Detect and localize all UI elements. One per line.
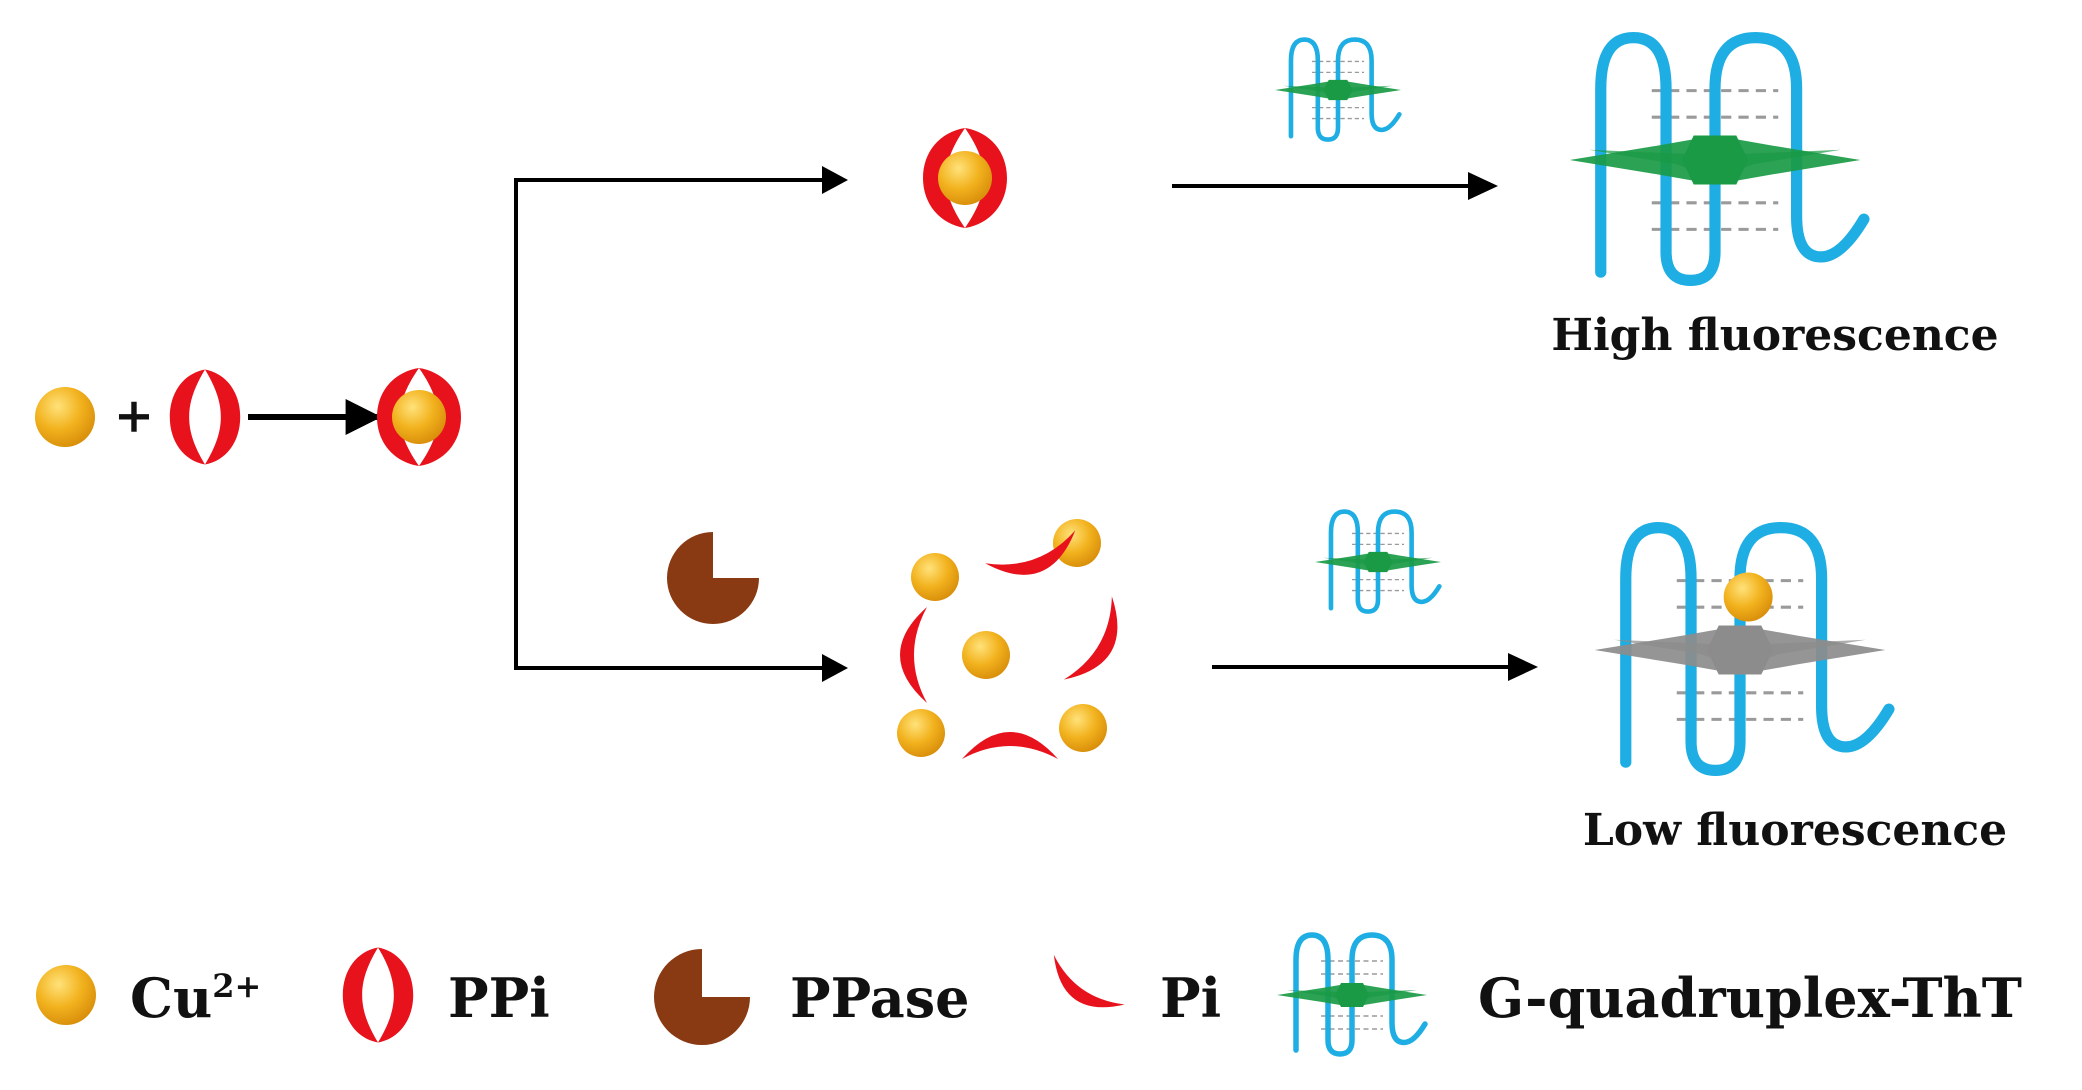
hydrolysis-products: [897, 519, 1136, 759]
svg-text:Cu2+: Cu2+: [130, 966, 261, 1030]
cu-ppi-complex: [377, 368, 461, 466]
branch-arrowhead-bottom: [822, 654, 848, 682]
legend-cu-superscript: 2+: [212, 967, 261, 1005]
high-fluorescence-label: High fluorescence: [1551, 310, 1998, 361]
top-arrow-gquad-reagent: [1275, 40, 1401, 140]
pacman-icon: [654, 949, 750, 1045]
branch-arrowhead-top: [822, 166, 848, 194]
legend-ppase-label: PPase: [790, 966, 970, 1030]
legend-gquad: G-quadruplex-ThT: [1277, 935, 2022, 1054]
low-fluorescence-label: Low fluorescence: [1583, 805, 2007, 856]
low-fluorescence-gquad: [1594, 528, 1889, 771]
branch-bracket: [514, 178, 844, 670]
legend-pi-label: Pi: [1160, 966, 1221, 1030]
pi-fragment: [1063, 596, 1136, 694]
bottom-arrow-gquad-reagent: [1315, 512, 1441, 612]
free-cu-ion: [911, 553, 959, 601]
high-fluorescence-gquad: [1569, 38, 1864, 281]
legend-pi: Pi: [1039, 954, 1221, 1030]
legend-cu-label: Cu: [130, 966, 212, 1030]
legend: Cu2+ PPi PPase Pi G-quadruplex-ThT: [36, 935, 2022, 1054]
yellow-sphere-icon: [36, 965, 96, 1025]
legend-cu: Cu2+: [36, 965, 261, 1030]
reactant-cu-ion: [35, 387, 95, 447]
g-quadruplex-icon: [1277, 935, 1427, 1054]
split-oval-icon: [342, 947, 414, 1043]
free-cu-ion: [1053, 519, 1101, 567]
plus-sign: +: [114, 388, 154, 444]
pi-fragment: [900, 607, 927, 703]
bound-cu-ion: [1723, 572, 1773, 622]
intact-cu-ppi-complex: [923, 128, 1007, 228]
legend-ppase: PPase: [654, 949, 970, 1045]
free-cu-ion: [962, 631, 1010, 679]
top-reaction-arrowhead: [1468, 172, 1498, 200]
legend-ppi: PPi: [342, 947, 550, 1043]
ppase-enzyme: [667, 532, 759, 624]
pi-fragment: [962, 732, 1058, 759]
reactant-ppi: [169, 369, 241, 465]
bottom-reaction-arrowhead: [1508, 653, 1538, 681]
legend-gquad-label: G-quadruplex-ThT: [1478, 966, 2022, 1030]
legend-ppi-label: PPi: [448, 966, 550, 1030]
free-cu-ion: [897, 709, 945, 757]
crescent-icon: [1039, 954, 1125, 1025]
free-cu-ion: [1059, 704, 1107, 752]
